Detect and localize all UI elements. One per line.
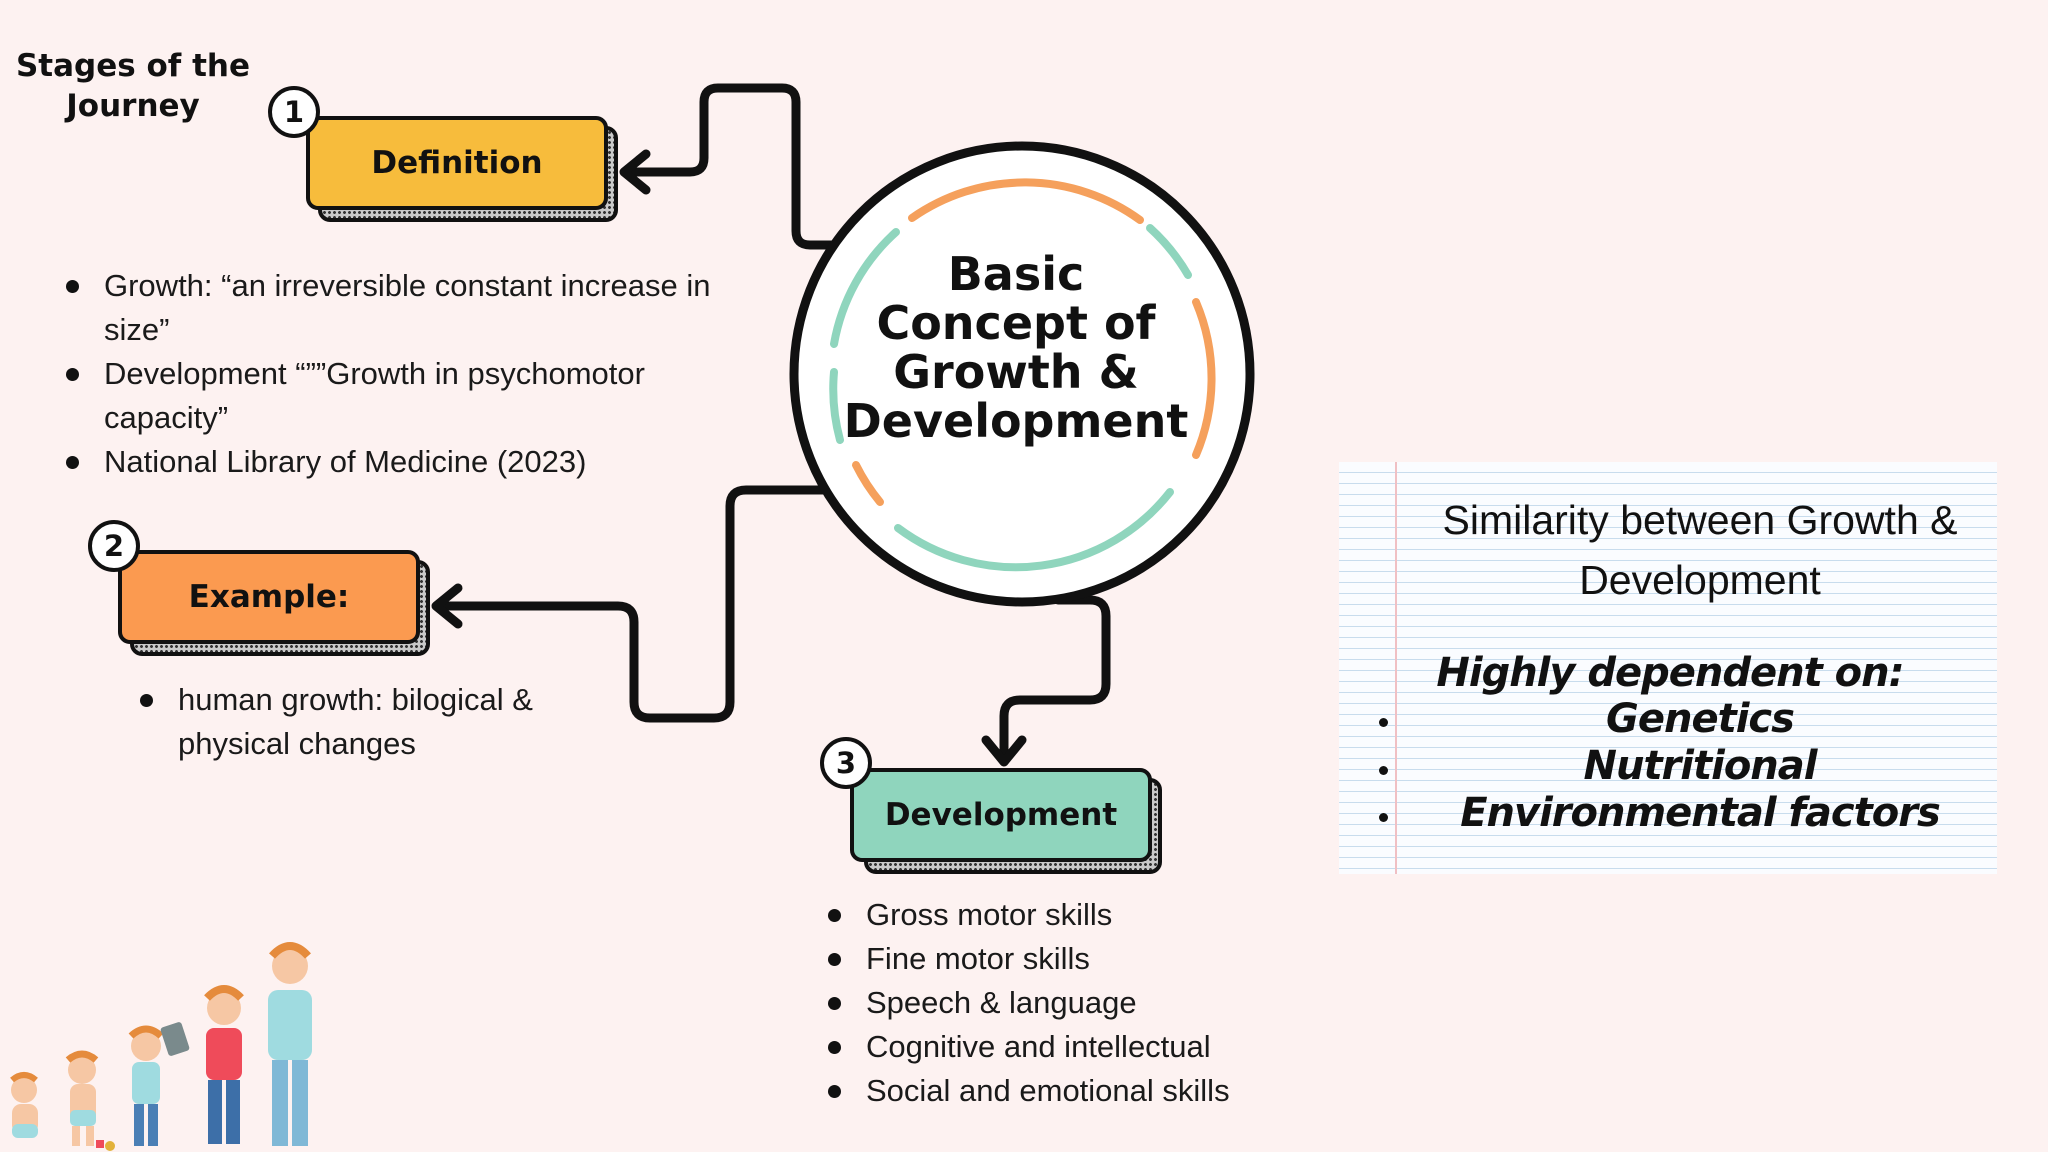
- similarity-title: Similarity between Growth & Development: [1442, 497, 1958, 603]
- factor-environmental: Environmental factors: [1460, 790, 1941, 836]
- stage-2-badge: 2: [88, 520, 140, 572]
- central-title: Basic Concept of Growth & Development: [843, 247, 1189, 448]
- list-item: Social and emotional skills: [828, 1069, 1308, 1113]
- list-item: National Library of Medicine (2023): [66, 440, 756, 484]
- paper-margin-line: [1395, 462, 1397, 874]
- list-item: human growth: bilogical & physical chang…: [140, 678, 610, 766]
- children-growth-illustration: [10, 942, 312, 1151]
- stage-3-badge: 3: [820, 737, 872, 789]
- central-circle: [789, 141, 1255, 607]
- similarity-note-paper: [1339, 462, 1997, 874]
- bullet-dot: [1379, 813, 1388, 822]
- connector-example: [435, 485, 843, 723]
- stage-1-badge: 1: [268, 86, 320, 138]
- connector-definition: [623, 83, 843, 250]
- arrowhead-example: [431, 583, 463, 629]
- stage-definition-box: Definition: [306, 116, 608, 210]
- similarity-subtitle: Highly dependent on:: [1436, 650, 1904, 696]
- example-points: human growth: bilogical & physical chang…: [140, 678, 610, 766]
- circle-dashed-arcs: [829, 178, 1216, 572]
- list-item: Speech & language: [828, 981, 1308, 1025]
- development-points: Gross motor skills Fine motor skills Spe…: [828, 893, 1308, 1113]
- list-item: Gross motor skills: [828, 893, 1308, 937]
- list-item: Growth: “an irreversible constant increa…: [66, 264, 756, 352]
- list-item: Development “””Growth in psychomotor cap…: [66, 352, 756, 440]
- bullet-dot: [1379, 766, 1388, 775]
- page-heading: Stages of the Journey: [15, 48, 250, 124]
- bullet-dot: [1379, 718, 1388, 727]
- list-item: Fine motor skills: [828, 937, 1308, 981]
- list-item: Cognitive and intellectual: [828, 1025, 1308, 1069]
- stage-development-box: Development: [850, 768, 1152, 862]
- factor-genetics: Genetics: [1606, 696, 1795, 742]
- arrowhead-development: [981, 735, 1027, 767]
- arrowhead-definition: [619, 149, 651, 195]
- definition-points: Growth: “an irreversible constant increa…: [66, 264, 756, 484]
- connector-development: [999, 595, 1111, 761]
- stage-example-box: Example:: [118, 550, 420, 644]
- factor-nutritional: Nutritional: [1583, 743, 1817, 789]
